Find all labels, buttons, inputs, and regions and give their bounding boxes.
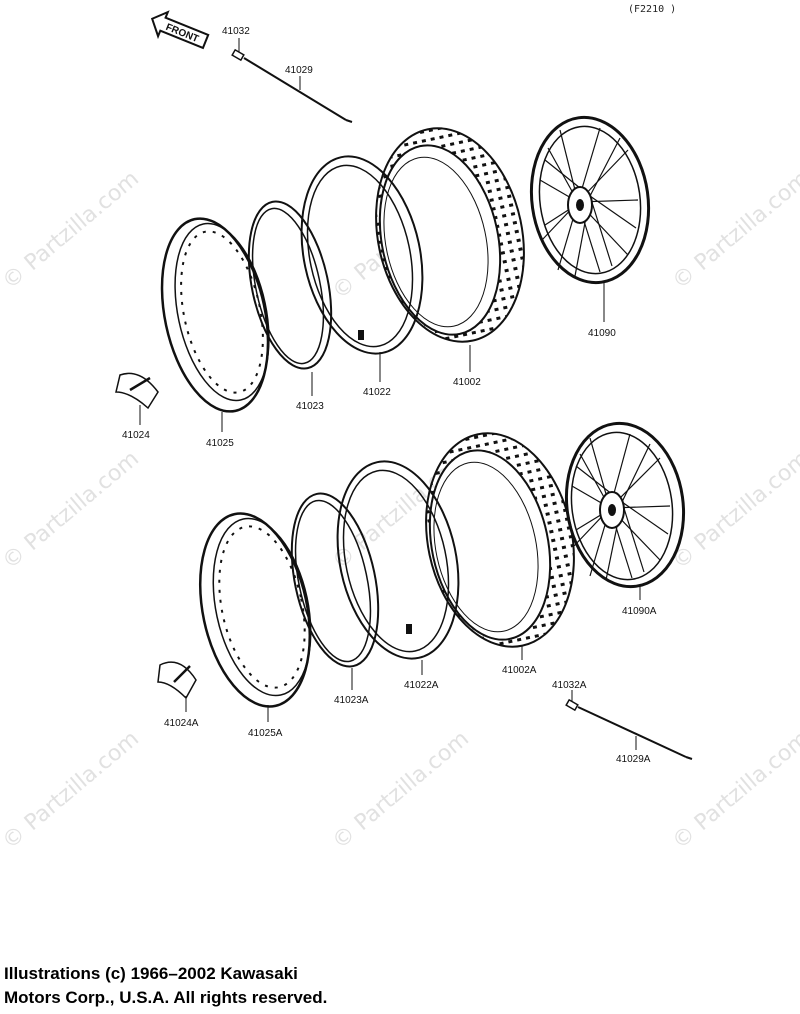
- front-direction-tag: FRONT: [150, 10, 210, 50]
- rim-band-41023: [247, 200, 333, 370]
- spoke-41029A: [577, 706, 693, 760]
- figure-code: (F2210 ): [628, 4, 677, 15]
- nipple-41032: [231, 48, 245, 62]
- callout-41024A: 41024A: [164, 718, 199, 729]
- callout-41029A: 41029A: [616, 754, 651, 765]
- watermark: © Partzilla.com: [0, 446, 144, 574]
- watermark: © Partzilla.com: [668, 446, 800, 574]
- callout-41032: 41032: [222, 26, 250, 37]
- watermark: © Partzilla.com: [328, 726, 474, 854]
- callout-41090: 41090: [588, 328, 616, 339]
- callout-41022A: 41022A: [404, 680, 439, 691]
- credit-line-1: Illustrations (c) 1966–2002 Kawasaki: [4, 964, 298, 983]
- callout-41090A: 41090A: [622, 606, 657, 617]
- watermark: © Partzilla.com: [0, 726, 144, 854]
- callout-41025A: 41025A: [248, 728, 283, 739]
- rim-lock-41024A: [157, 661, 197, 700]
- callout-41023: 41023: [296, 401, 324, 412]
- callout-41023A: 41023A: [334, 695, 369, 706]
- callout-41025: 41025: [206, 438, 234, 449]
- callout-41024: 41024: [122, 430, 150, 441]
- copyright-credit: Illustrations (c) 1966–2002 Kawasaki Mot…: [4, 962, 504, 1010]
- nipple-41032A: [565, 698, 579, 712]
- watermark: © Partzilla.com: [0, 166, 144, 294]
- callout-41029: 41029: [285, 65, 313, 76]
- callout-41022: 41022: [363, 387, 391, 398]
- callout-labels: 41032 41029 41090 41002 41022 41023 4102…: [122, 26, 657, 765]
- watermark: © Partzilla.com: [668, 166, 800, 294]
- credit-line-2: Motors Corp., U.S.A. All rights reserved…: [4, 988, 328, 1007]
- callout-41002: 41002: [453, 377, 481, 388]
- tire-41002A: [425, 432, 575, 648]
- spoke-41029: [243, 57, 353, 123]
- wheel-assembly-41090A: [564, 421, 686, 589]
- callout-41002A: 41002A: [502, 665, 537, 676]
- wheel-assembly-41090: [529, 115, 651, 285]
- rim-lock-41024: [115, 372, 159, 410]
- rim-41025A: [198, 512, 312, 708]
- tire-41002: [375, 127, 525, 343]
- watermark: © Partzilla.com: [668, 726, 800, 854]
- tube-41022A: [336, 460, 460, 660]
- rim-41025: [160, 217, 270, 413]
- rim-band-41023A: [290, 492, 380, 668]
- tube-41022: [300, 155, 424, 355]
- callout-41032A: 41032A: [552, 680, 587, 691]
